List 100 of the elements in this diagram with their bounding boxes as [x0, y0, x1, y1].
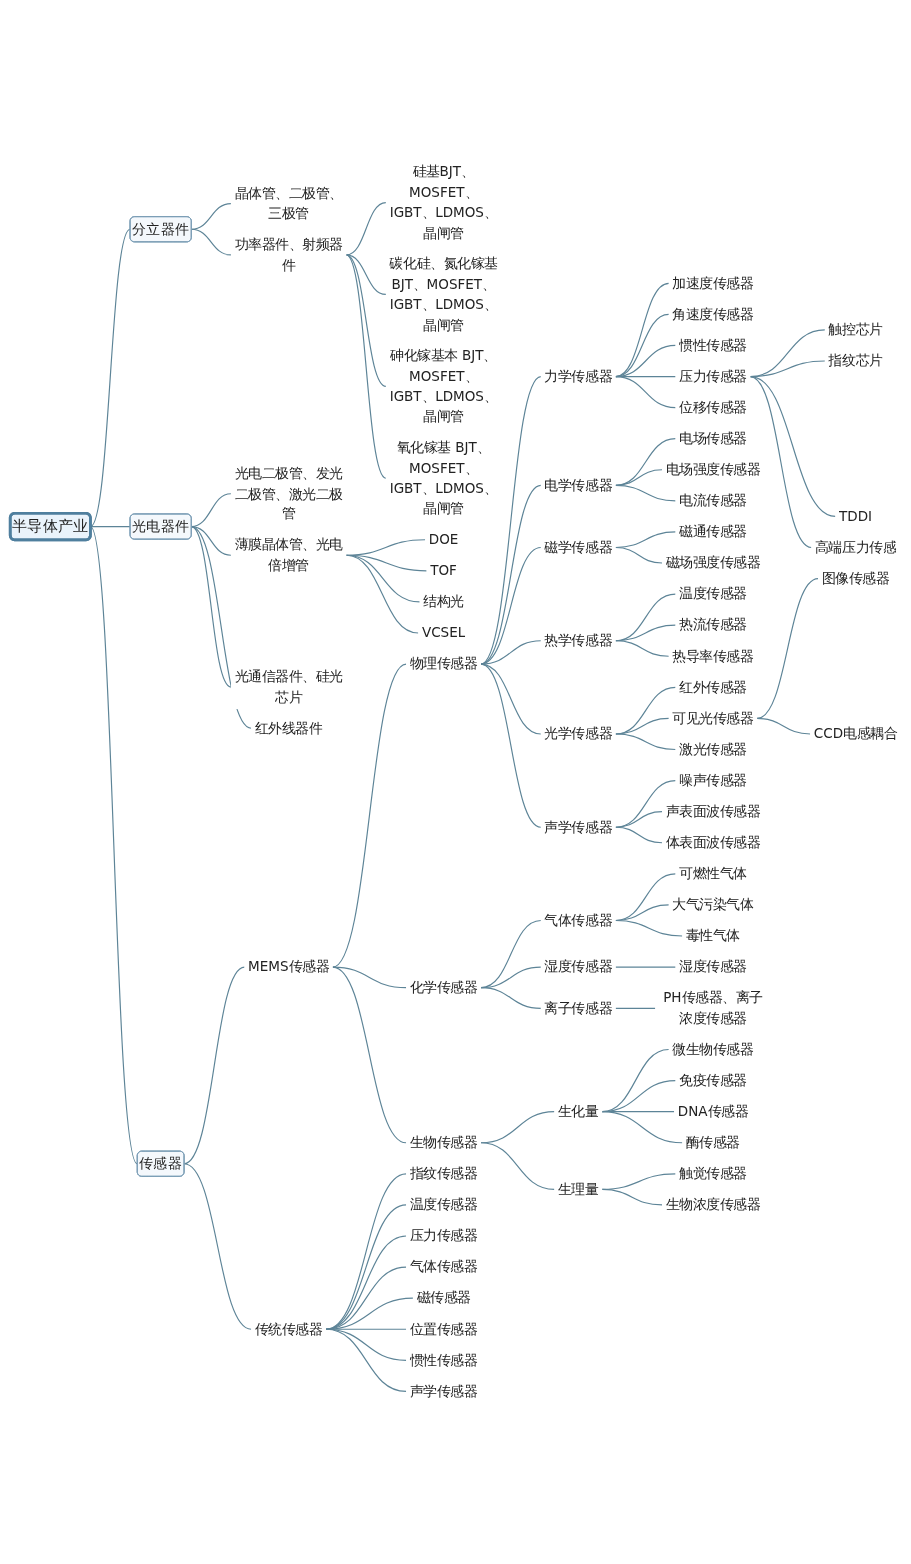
connector: [332, 966, 407, 989]
connector: [190, 526, 252, 730]
node-text: MEMS传感器: [248, 958, 330, 976]
node-text: 声学传感器: [544, 819, 613, 836]
node-text: 湿度传感器: [544, 958, 613, 976]
connector: [749, 376, 812, 549]
connector: [615, 438, 677, 487]
node-text: 微生物传感器: [672, 1041, 754, 1058]
connector: [615, 780, 677, 828]
node-text: 传统传感器: [254, 1321, 323, 1338]
connector: [756, 718, 811, 735]
node-text: TOF: [430, 562, 457, 579]
node-text: 可燃性气体: [679, 865, 747, 882]
node-text: 薄膜晶体管、光电倍增管: [234, 537, 343, 574]
connector: [615, 811, 663, 828]
node-text: VCSEL: [421, 624, 466, 642]
connector: [615, 314, 670, 378]
node-text: 电学传感器: [544, 477, 613, 494]
node-text: 力学传感器: [544, 368, 613, 385]
node-text: 晶体管、二极管、三极管: [234, 185, 343, 222]
node-text: 结构光: [423, 593, 464, 610]
connector: [332, 663, 407, 968]
node-text: 惯性传感器: [679, 337, 747, 354]
node-text: DNA传感器: [677, 1103, 749, 1120]
node-text: 光电二极管、发光二极管、激光二极管: [234, 465, 343, 523]
connector: [480, 484, 542, 665]
node-text: 气体传感器: [544, 912, 613, 929]
connector: [601, 1189, 663, 1206]
node-text: 离子传感器: [544, 1000, 613, 1017]
node-text: 湿度传感器: [679, 958, 747, 976]
node-text: 声表面波传感器: [665, 803, 761, 820]
node-text: TDDI: [838, 508, 873, 525]
node-text: 压力传感器: [409, 1227, 478, 1245]
node-text: PH传感器、离子浓度传感器: [663, 990, 763, 1027]
connector: [480, 376, 542, 665]
node-text: 惯性传感器: [409, 1352, 478, 1369]
node-text: 图像传感器: [821, 570, 890, 587]
node-text: 生物浓度传感器: [665, 1196, 761, 1214]
connector: [615, 469, 663, 487]
connector: [615, 733, 677, 751]
node-text: 体表面波传感器: [665, 834, 761, 851]
node-text: 温度传感器: [679, 585, 747, 603]
node-text: 触觉传感器: [679, 1165, 747, 1182]
node-text: 压力传感器: [679, 368, 747, 385]
connector: [345, 202, 387, 256]
connector: [615, 282, 670, 378]
node-text: 功率器件、射频器件: [234, 236, 343, 274]
node-text: 酶传感器: [685, 1134, 740, 1151]
connector: [183, 1163, 252, 1331]
node-text: 位置传感器: [409, 1321, 478, 1338]
connector: [325, 1266, 407, 1331]
node-text: 位移传感器: [679, 399, 747, 416]
node-text: 磁通传感器: [679, 523, 747, 541]
node-text: 生物传感器: [409, 1134, 478, 1151]
connector: [190, 203, 232, 231]
connector: [615, 376, 677, 409]
connector: [480, 1142, 555, 1191]
connector: [615, 826, 663, 844]
connector: [325, 1173, 407, 1331]
node-text: 热导率传感器: [672, 648, 754, 665]
node-text: 加速度传感器: [672, 275, 754, 292]
node-text: 免疫传感器: [679, 1072, 747, 1089]
node-text: 砷化镓基本 BJT、MOSFET、IGBT、LDMOS、晶闸管: [389, 347, 498, 425]
node-text: 指纹芯片: [828, 352, 883, 370]
node-text: 电场传感器: [679, 430, 747, 447]
node-text: 电流传感器: [679, 492, 747, 509]
node-text: 触控芯片: [828, 321, 883, 339]
connector: [756, 578, 819, 720]
connector: [345, 254, 387, 388]
node-text: 生理量: [557, 1181, 599, 1198]
connector: [325, 1297, 414, 1331]
node-text: 硅基BJT、MOSFET、IGBT、LDMOS、晶闸管: [389, 164, 498, 242]
connector: [190, 228, 232, 256]
connector: [615, 1007, 656, 1010]
node-text: 氧化镓基 BJT、MOSFET、IGBT、LDMOS、晶闸管: [389, 439, 498, 517]
connector: [345, 554, 419, 634]
connector: [615, 640, 670, 658]
connector: [345, 254, 387, 480]
node-text: 红外传感器: [679, 679, 747, 696]
connector: [325, 1328, 407, 1393]
node-text: 大气污染气体: [672, 896, 754, 914]
node-text: 激光传感器: [679, 741, 747, 758]
node-text: 角速度传感器: [672, 306, 754, 323]
node-text: 气体传感器: [409, 1258, 478, 1276]
connector: [325, 1204, 407, 1331]
connector: [615, 718, 670, 735]
node-text: 碳化硅、氮化镓基BJT、MOSFET、IGBT、LDMOS、晶闸管: [389, 255, 498, 333]
node-text: DOE: [428, 531, 459, 548]
connector: [615, 686, 677, 735]
node-text: 物理传感器: [409, 655, 478, 673]
connector: [480, 547, 542, 665]
connector: [615, 547, 663, 564]
connector: [480, 987, 542, 1010]
connector: [480, 663, 542, 828]
node-text: 高端压力传感: [814, 539, 897, 556]
node-text: 可见光传感器: [672, 710, 754, 727]
node-text: 生化量: [557, 1103, 599, 1120]
connector: [615, 484, 677, 502]
node-text: 化学传感器: [409, 979, 478, 996]
connector: [615, 966, 677, 968]
